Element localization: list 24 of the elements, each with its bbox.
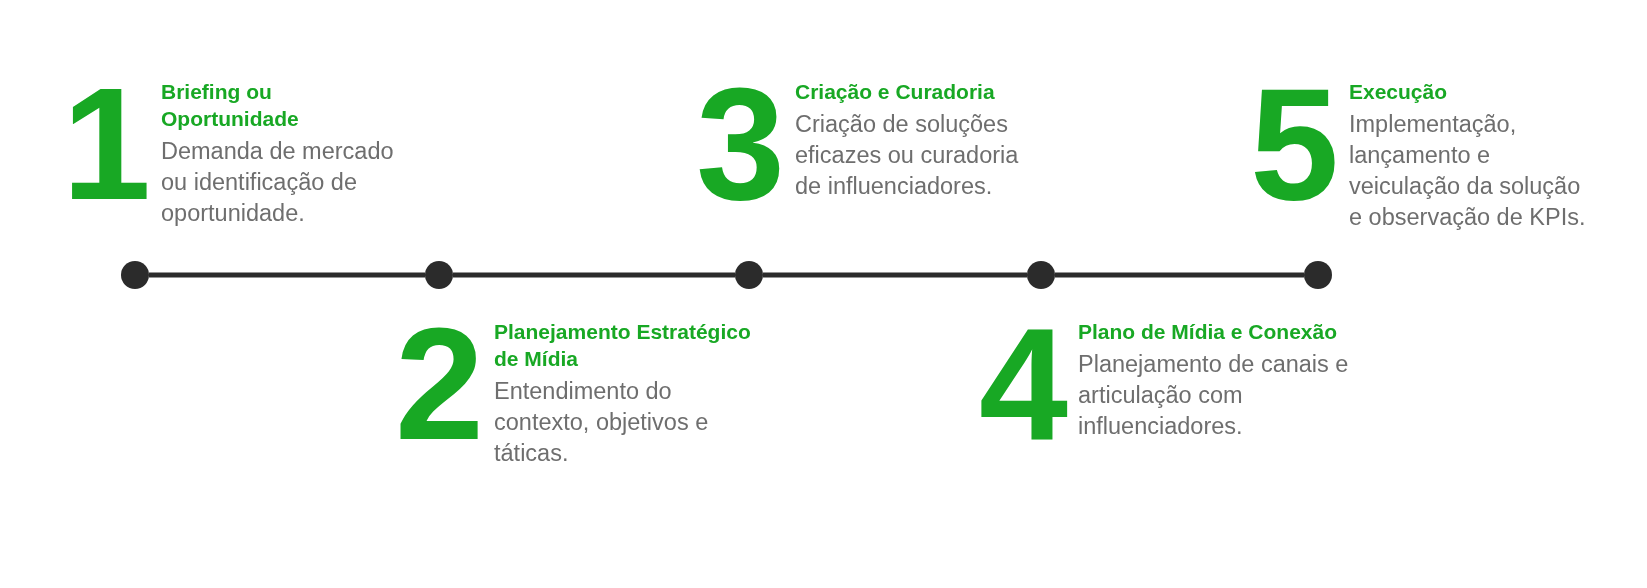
step-number: 5 [1249,82,1339,207]
timeline-line [763,272,1027,278]
timeline-dot [735,261,763,289]
step-description: Entendimento do contexto, objetivos e táticas. [494,377,710,468]
step-heading: Planejamento Estratégico de Mídia [494,319,752,372]
timeline-dot [425,261,453,289]
step-description: Criação de soluções eficazes ou curadoria de influenciadores. [795,110,1020,201]
timeline-dot [121,261,149,289]
step-number: 2 [394,322,484,447]
timeline-line [1055,272,1304,278]
step-number: 3 [695,82,785,207]
timeline-line [453,272,735,278]
step-heading: Criação e Curadoria [795,79,996,105]
step-description: Planejamento de canais e articulação com influenciadores. [1078,350,1350,441]
timeline-dot [1304,261,1332,289]
step-description: Demanda de mercado ou identificação de oportunidade. [161,137,395,228]
step-heading: Briefing ou Oportunidade [161,79,300,132]
timeline-dot [1027,261,1055,289]
step-heading: Execução [1349,79,1449,105]
step-heading: Plano de Mídia e Conexão [1078,319,1339,345]
step-number: 1 [61,82,151,207]
timeline-line [149,272,425,278]
step-description: Implementação, lançamento e veiculação da solução e observação de KPIs. [1349,110,1587,232]
step-number: 4 [978,322,1068,447]
